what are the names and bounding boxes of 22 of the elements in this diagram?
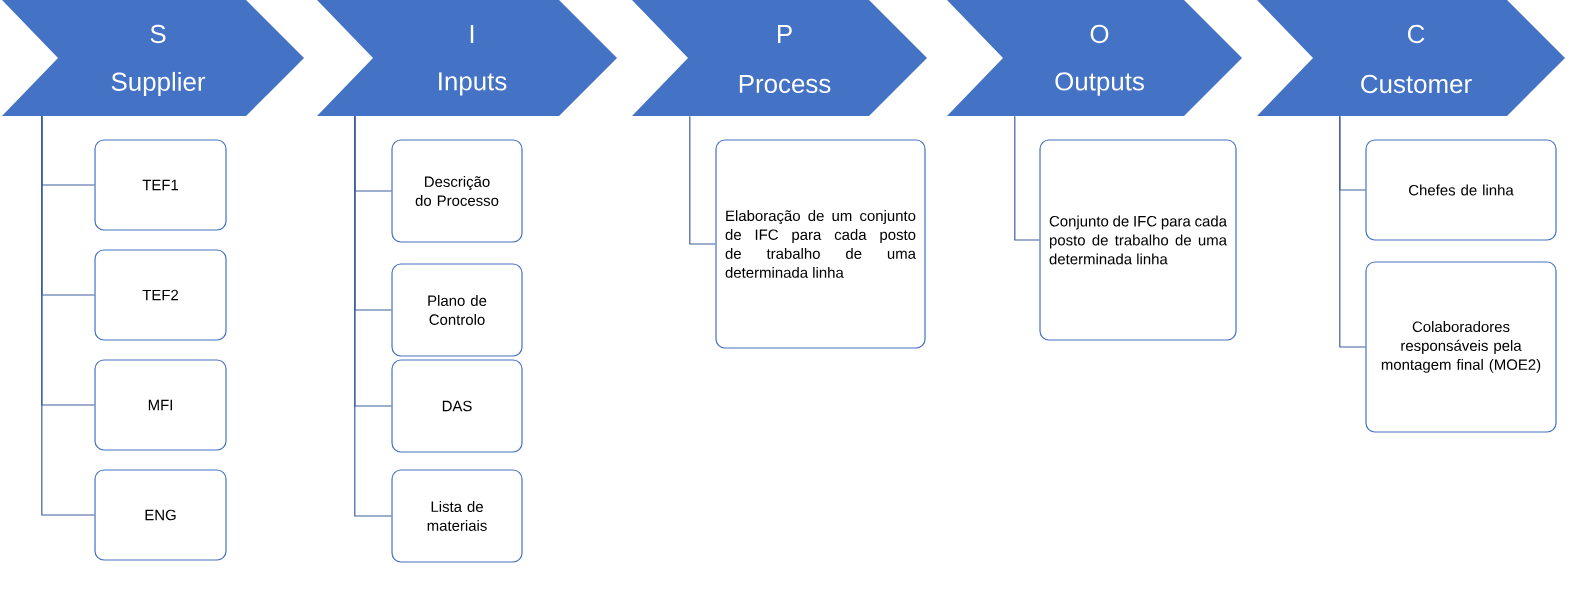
text-box: Conjunto de IFC para cada posto de trabalho de uma determinada linha — [1039, 139, 1237, 341]
chevron-banner: O Outputs — [947, 0, 1242, 116]
text-box: Colaboradores responsáveis pela montagem final (MOE2) — [1365, 261, 1557, 433]
connector-line — [689, 115, 716, 245]
text-box: Lista de materiais — [391, 469, 523, 563]
text-box: TEF1 — [94, 139, 227, 231]
text-box: MFI — [94, 359, 227, 451]
connector-line — [1014, 115, 1040, 241]
text-box: TEF2 — [94, 249, 227, 341]
text-box: ENG — [94, 469, 227, 561]
text-box: Elaboração de um conjunto de IFC para cada posto de trabalho de uma determinada linha — [715, 139, 926, 349]
text-box: Chefes de linha — [1365, 139, 1557, 241]
chevron-banner: P Process — [632, 0, 927, 116]
text-box: Descrição do Processo — [391, 139, 523, 243]
chevron-banner: C Customer — [1257, 0, 1565, 116]
chevron-banner: S Supplier — [2, 0, 304, 116]
text-box: Plano de Controlo — [391, 263, 523, 357]
connector-line — [354, 115, 392, 517]
connector-line — [1339, 115, 1366, 348]
text-box: DAS — [391, 359, 523, 453]
chevron-banner: I Inputs — [317, 0, 617, 116]
connector-line — [41, 115, 95, 516]
